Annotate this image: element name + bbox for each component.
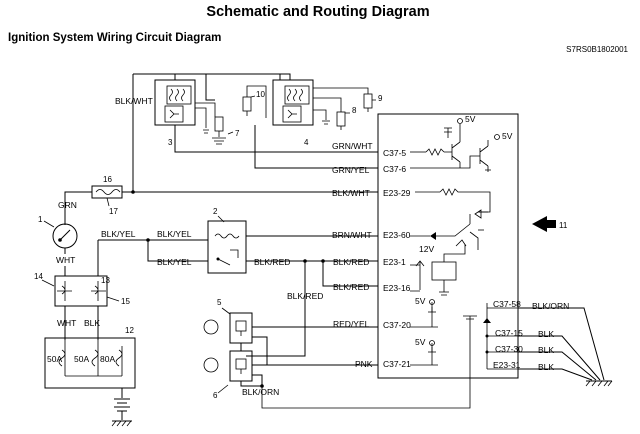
sensor-6 [203, 350, 253, 382]
callout-6: 6 [213, 391, 218, 400]
ecm-arrow-icon [532, 216, 556, 232]
wire-label-blk-red-4: BLK/RED [287, 291, 323, 301]
wire-label-blk-yel-2: BLK/YEL [157, 229, 192, 239]
wire-label-grn-yel: GRN/YEL [332, 165, 370, 175]
wire-label-blk-orn-1: BLK/ORN [242, 387, 279, 397]
callout-13: 13 [101, 276, 110, 285]
wire-label-brn-wht: BRN/WHT [332, 230, 372, 240]
callout-1: 1 [38, 215, 43, 224]
callout-17: 17 [109, 207, 118, 216]
wire-label-grn-wht: GRN/WHT [332, 141, 373, 151]
terminal-e23-16: E23-16 [383, 283, 411, 293]
callout-5: 5 [217, 298, 222, 307]
wire-coil3-feed [133, 73, 215, 101]
callout-4: 4 [304, 138, 309, 147]
page-title: Schematic and Routing Diagram [206, 4, 429, 20]
voltage-5v-1: 5V [465, 114, 476, 124]
wire-label-wht-switch: WHT [56, 255, 75, 265]
terminal-c37-20: C37-20 [383, 320, 411, 330]
callout-8: 8 [352, 106, 357, 115]
voltage-5v-4: 5V [415, 337, 426, 347]
figure-code: S7RS0B1802001 [566, 45, 628, 54]
callout-9: 9 [378, 94, 383, 103]
fuse-rating-2: 50A [74, 354, 89, 364]
terminal-c37-58: C37-58 [493, 299, 521, 309]
voltage-12v: 12V [419, 244, 434, 254]
callout-15: 15 [121, 297, 130, 306]
voltage-5v-3: 5V [415, 296, 426, 306]
spark-plug-8 [336, 108, 346, 130]
battery-icon [114, 398, 130, 412]
voltage-5v-2: 5V [502, 131, 513, 141]
terminal-e23-29: E23-29 [383, 188, 411, 198]
terminal-c37-30: C37-30 [495, 344, 523, 354]
wire-label-red-yel: RED/YEL [333, 319, 370, 329]
ignition-switch [52, 223, 78, 249]
ecm-box [377, 113, 519, 379]
spark-plug-9 [363, 90, 373, 112]
terminal-e23-31: E23-31 [493, 360, 521, 370]
wire-label-blk-1: BLK [538, 329, 554, 339]
ground-left-icon [111, 420, 132, 427]
ignition-coil-4 [272, 79, 314, 126]
main-fuse-box-12 [44, 337, 136, 389]
wire-label-blk-2: BLK [538, 345, 554, 355]
terminal-c37-6: C37-6 [383, 164, 406, 174]
wire-label-pnk: PNK [355, 359, 373, 369]
wire-label-blk-yel-1: BLK/YEL [101, 229, 136, 239]
callout-16: 16 [103, 175, 112, 184]
diagram-subtitle: Ignition System Wiring Circuit Diagram [8, 32, 221, 44]
fuse-rating-1: 50A [47, 354, 62, 364]
wire-label-blk-3: BLK [538, 362, 554, 372]
wire-label-blk-red-2: BLK/RED [333, 257, 369, 267]
spark-plug-10 [242, 91, 252, 116]
callout-12: 12 [125, 326, 134, 335]
main-relay-2 [207, 220, 247, 274]
ground-right-icon [585, 380, 613, 387]
wire-label-blk-fuse: BLK [84, 318, 100, 328]
terminal-c37-21: C37-21 [383, 359, 411, 369]
fuse-rating-3: 80A [100, 354, 115, 364]
sensor-5 [203, 312, 253, 344]
wire-label-blk-wht-mid: BLK/WHT [332, 188, 370, 198]
wire-label-grn: GRN [58, 200, 77, 210]
wire-label-wht-fuse: WHT [57, 318, 76, 328]
callout-10: 10 [256, 90, 265, 99]
callout-3: 3 [168, 138, 173, 147]
ignition-coil-3 [154, 79, 196, 126]
wire-label-blk-red-3: BLK/RED [333, 282, 369, 292]
callout-7: 7 [235, 129, 240, 138]
wire-label-blk-red-1: BLK/RED [254, 257, 290, 267]
terminal-c37-5: C37-5 [383, 148, 406, 158]
spark-plug-7 [212, 116, 226, 145]
callout-11: 11 [559, 221, 568, 230]
callout-14: 14 [34, 272, 43, 281]
wire-label-blk-wht-top: BLK/WHT [115, 96, 153, 106]
callout-2: 2 [213, 207, 218, 216]
terminal-e23-1: E23-1 [383, 257, 406, 267]
terminal-c37-15: C37-15 [495, 328, 523, 338]
terminal-e23-60: E23-60 [383, 230, 411, 240]
fuse-box-13 [54, 275, 108, 307]
wire-label-blk-yel-3: BLK/YEL [157, 257, 192, 267]
wire-label-blk-orn-2: BLK/ORN [532, 301, 569, 311]
